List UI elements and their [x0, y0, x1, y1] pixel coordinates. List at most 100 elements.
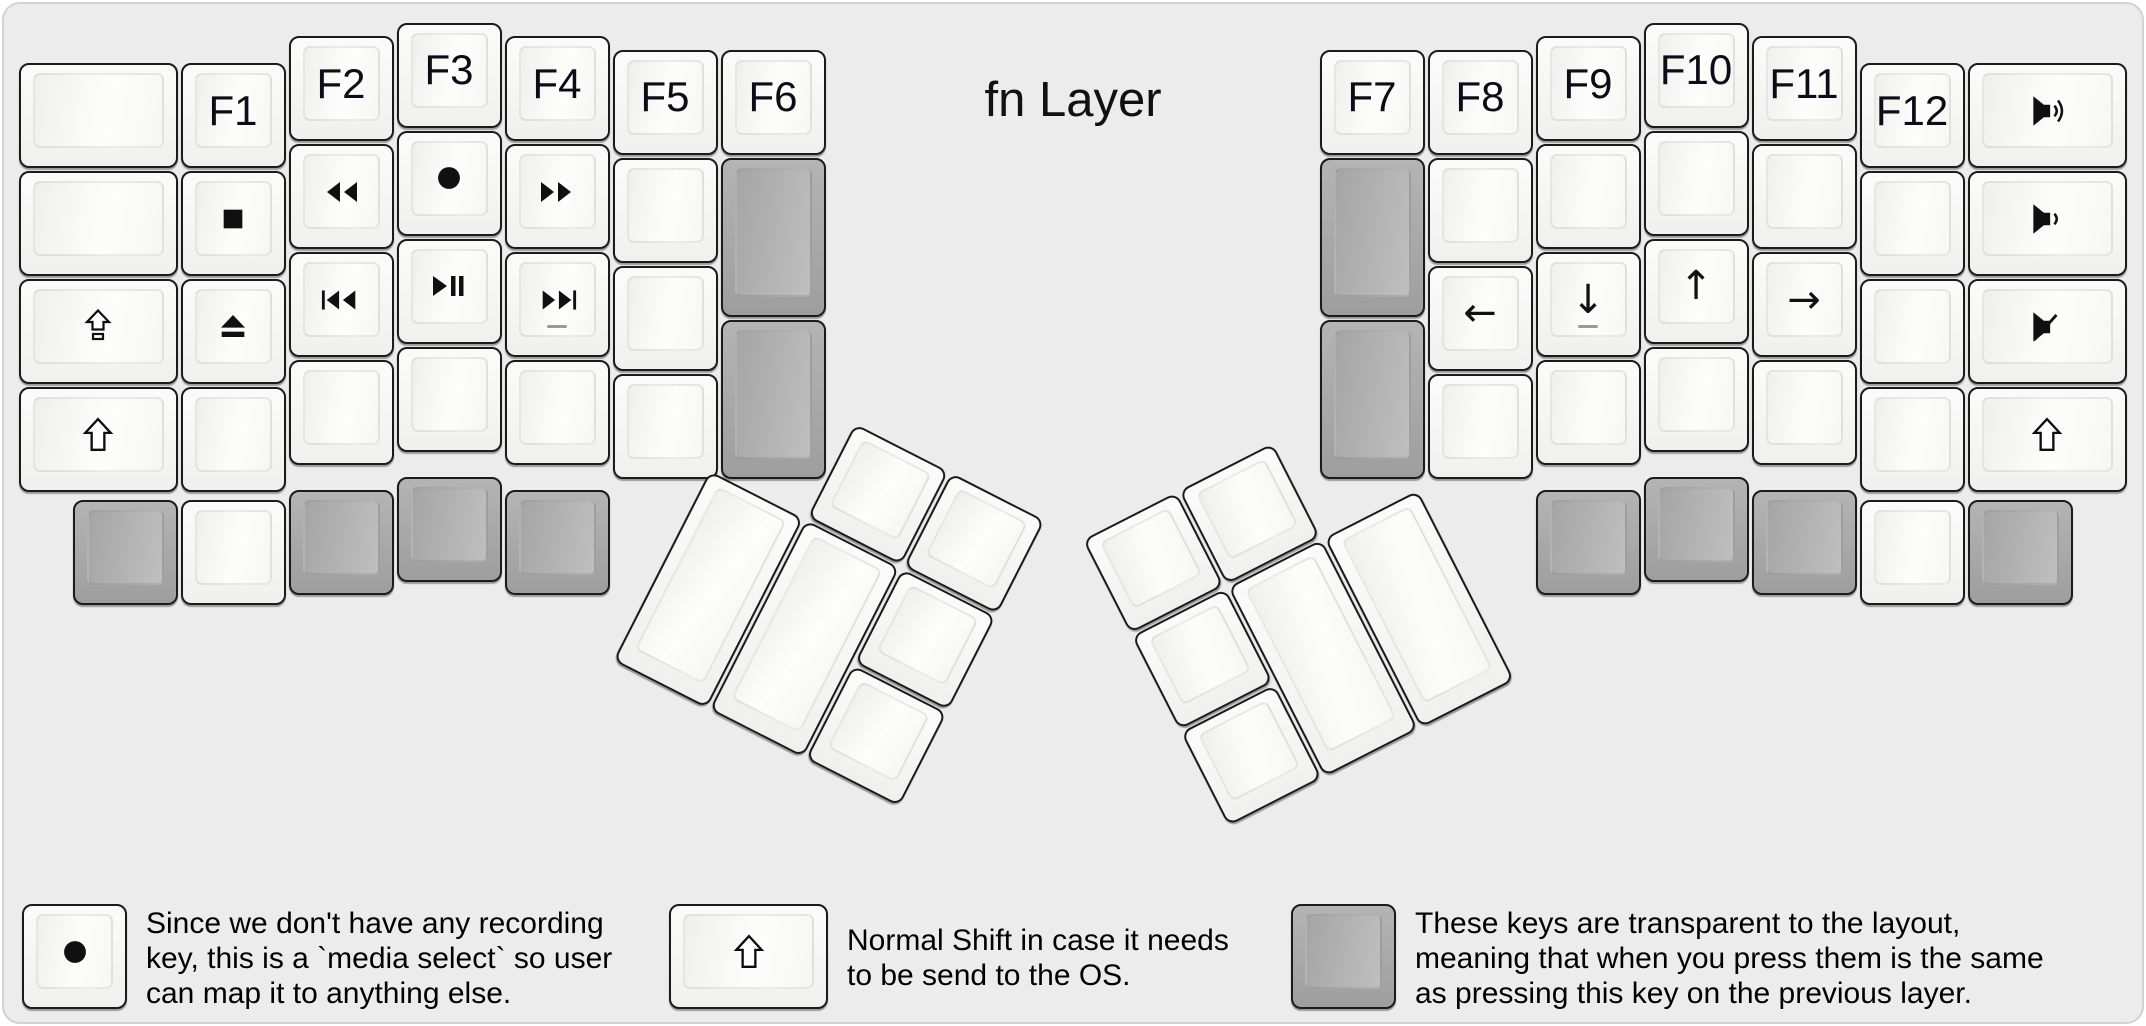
- volume-up-icon: [2026, 92, 2068, 130]
- keycap-top: [1549, 370, 1627, 445]
- keycap-top: [410, 356, 488, 432]
- key-blank: [1859, 279, 1965, 384]
- key-shift: [18, 387, 178, 492]
- eject-icon: [217, 311, 249, 343]
- key-label: F2: [316, 59, 366, 107]
- keycap-top: [1981, 397, 2113, 472]
- keycap-top: [1765, 370, 1843, 445]
- key-blank: [72, 499, 178, 605]
- keycap-top: [1333, 329, 1411, 459]
- keycap-top: F2: [302, 46, 380, 121]
- key-label: F4: [532, 59, 582, 107]
- key-caps-lock: [18, 279, 178, 384]
- keycap-top: [194, 397, 272, 472]
- key-rewind: [288, 144, 394, 249]
- keycap-top: [1549, 154, 1627, 229]
- keycap-top: ←: [1441, 275, 1519, 351]
- shift-icon: [2031, 416, 2063, 453]
- keycap-top: [626, 275, 704, 351]
- arrow-left-icon: ←: [1463, 290, 1497, 336]
- keycap-top: [683, 914, 814, 989]
- legend-line: Since we don't have any recording: [146, 906, 604, 940]
- key-stop: [180, 171, 286, 276]
- keycap-top: [734, 329, 812, 459]
- legend-item-transparent-keys: These keys are transparent to the layout…: [1291, 900, 2044, 1016]
- keycap-top: [410, 140, 488, 216]
- key-f8: F8: [1427, 49, 1533, 155]
- legend-line: to be send to the OS.: [847, 959, 1131, 992]
- key-f12: F12: [1859, 63, 1965, 168]
- legend-key-transparent: [1291, 904, 1399, 1012]
- keycap-top: ↑: [1657, 248, 1735, 324]
- keycap-top: [1333, 167, 1411, 297]
- keycap-top: [1981, 509, 2059, 585]
- key-label: F7: [1347, 73, 1397, 120]
- layer-title: fn Layer: [984, 73, 1162, 127]
- key-volume-up: [1967, 63, 2127, 168]
- keycap-top: →: [1765, 262, 1843, 337]
- keycap-top: [1873, 509, 1951, 585]
- key-blank: [1751, 144, 1857, 249]
- key-blank: [396, 346, 502, 452]
- key-blank: [1291, 904, 1396, 1009]
- homing-bar: [1578, 325, 1598, 328]
- keycap-top: F11: [1765, 46, 1843, 121]
- keycap-top: [32, 181, 164, 256]
- keycap-top: [518, 370, 596, 445]
- key-blank: [1967, 499, 2073, 605]
- keycap-top: F12: [1873, 73, 1951, 148]
- key-label: F3: [424, 46, 474, 93]
- homing-bar: [547, 325, 567, 328]
- key-blank: [1643, 130, 1749, 236]
- keycap-top: [1765, 500, 1843, 576]
- arrow-right-icon: →: [1787, 276, 1821, 323]
- key-f11: F11: [1751, 36, 1857, 141]
- key-blank: [1535, 144, 1641, 249]
- key-f10: F10: [1643, 22, 1749, 128]
- key-play-pause: [396, 238, 502, 344]
- keycap-top: [302, 154, 380, 229]
- key-arrow-down: ↓: [1535, 252, 1641, 357]
- key-arrow-left: ←: [1427, 265, 1533, 371]
- keycap-top: F5: [626, 59, 704, 135]
- keycap-top: [518, 154, 596, 229]
- key-f2: F2: [288, 36, 394, 141]
- key-blank: [504, 490, 610, 596]
- keycap-top: [194, 289, 272, 364]
- key-blank: [18, 171, 178, 276]
- key-f4: F4: [504, 36, 610, 141]
- key-blank: [504, 360, 610, 465]
- keycap-top: [410, 248, 488, 324]
- keycap-top: F8: [1441, 59, 1519, 135]
- keycap-top: [518, 262, 596, 337]
- keycap-top: [1765, 154, 1843, 229]
- keycap-top: [1441, 383, 1519, 459]
- key-volume-mute: [1967, 279, 2127, 384]
- prev-track-icon: [320, 288, 362, 312]
- key-blank: [1643, 477, 1749, 583]
- key-blank: [720, 319, 826, 479]
- key-prev-track: [288, 252, 394, 357]
- keycap-top: [1873, 289, 1951, 364]
- rewind-icon: [321, 180, 361, 204]
- key-volume-down: [1967, 171, 2127, 276]
- legend-text: These keys are transparent to the layout…: [1415, 906, 2044, 1011]
- arrow-down-icon: ↓: [1571, 276, 1605, 323]
- key-blank: [612, 157, 718, 263]
- legend-line: key, this is a `media select` so user: [146, 941, 613, 975]
- keycap-top: [1873, 397, 1951, 472]
- key-blank: [1751, 490, 1857, 596]
- key-f5: F5: [612, 49, 718, 155]
- key-fast-forward: [504, 144, 610, 249]
- key-blank: [180, 387, 286, 492]
- keycap-top: [86, 509, 164, 585]
- key-blank: [288, 360, 394, 465]
- key-f6: F6: [720, 49, 826, 155]
- key-label: F6: [748, 73, 798, 120]
- keycap-top: [1981, 73, 2113, 148]
- key-label: F12: [1875, 86, 1949, 134]
- keycap-top: [32, 289, 164, 364]
- keycap-top: [1657, 356, 1735, 432]
- key-arrow-up: ↑: [1643, 238, 1749, 344]
